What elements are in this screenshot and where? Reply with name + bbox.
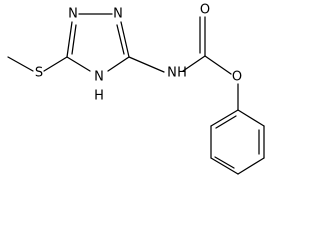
bond-methyl-s xyxy=(7,56,34,72)
bond-n4-c5 xyxy=(66,56,91,72)
bond-c5-n1-double xyxy=(71,24,77,55)
bond-c5-n1 xyxy=(66,21,73,58)
bond-n2-c3 xyxy=(120,21,130,58)
chemical-structure-diagram: N N S N H N H O O xyxy=(7,3,265,175)
phenyl-ring xyxy=(210,109,265,175)
bond-c-o-ester xyxy=(204,55,232,75)
atom-s: S xyxy=(35,66,43,81)
atom-n2: N xyxy=(113,7,123,22)
atom-nh-hydrogen: H xyxy=(177,66,187,81)
bond-c3-nh xyxy=(128,56,165,73)
atom-n1: N xyxy=(68,7,78,22)
atom-labels: N N S N H N H O O xyxy=(35,3,242,104)
atom-n4: N xyxy=(94,70,104,85)
atom-o-ester: O xyxy=(232,70,242,85)
atom-n4-hydrogen: H xyxy=(94,89,104,104)
bond-nh-carbonyl-c xyxy=(182,55,206,72)
atom-nh-nitrogen: N xyxy=(167,66,177,81)
atom-o-carbonyl: O xyxy=(200,3,210,18)
bond-n2-c3-double xyxy=(116,24,125,55)
bond-c3-n4 xyxy=(107,56,130,72)
bond-s-c5 xyxy=(43,56,68,72)
bonds xyxy=(7,13,265,175)
